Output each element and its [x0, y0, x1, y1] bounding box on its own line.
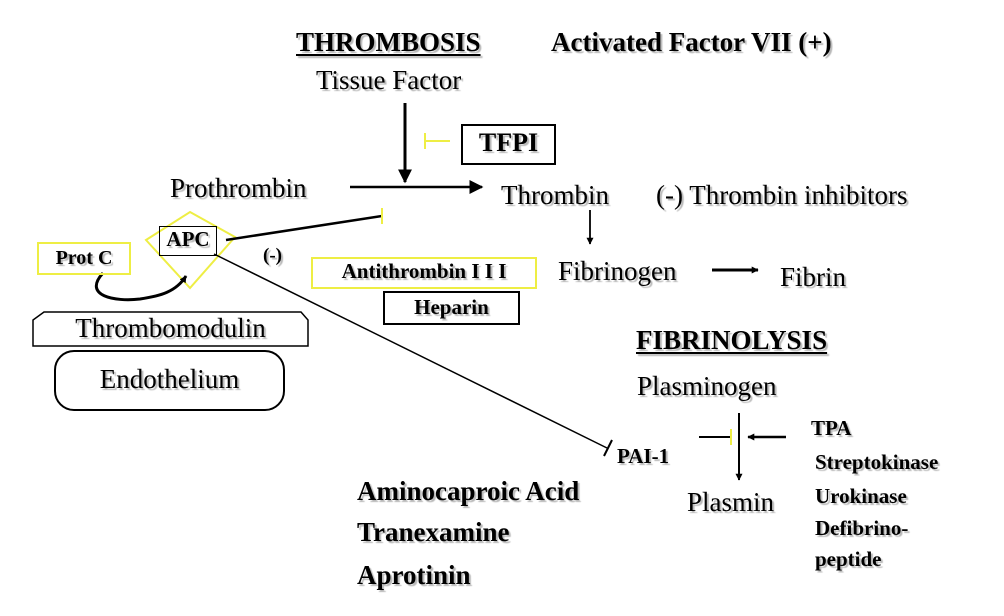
defibrinopeptide-label-line2: peptide [815, 547, 882, 571]
thrombomodulin-box [32, 311, 309, 347]
prothrombin-label: Prothrombin [170, 173, 307, 203]
prot-c-box [37, 242, 131, 275]
pai1-label: PAI-1 [617, 444, 670, 468]
activated-factor-vii-label: Activated Factor VII (+) [551, 27, 832, 57]
urokinase-label: Urokinase [815, 484, 907, 508]
tfpi-inhibition [424, 133, 450, 149]
negative-effect-label: (-) [263, 245, 282, 266]
endothelium-label: Endothelium [99, 364, 240, 394]
endothelium-box [54, 350, 285, 411]
thrombin-inhibitors-label: (-) Thrombin inhibitors [656, 180, 908, 210]
prot-c-label: Prot C [55, 247, 113, 269]
aprotinin-label: Aprotinin [357, 560, 471, 590]
tfpi-label: TFPI [478, 128, 539, 157]
tfpi-box [461, 124, 556, 165]
plasminogen-label: Plasminogen [637, 371, 777, 401]
tpa-label: TPA [811, 416, 852, 440]
defibrinopeptide-label-line1: Defibrino- [815, 516, 909, 540]
thrombosis-title: THROMBOSIS [296, 27, 481, 57]
pai1-to-plasmin-inhibition [699, 429, 732, 445]
fibrinolysis-title: FIBRINOLYSIS [636, 325, 828, 355]
tranexamine-label: Tranexamine [357, 517, 510, 547]
apc-box [159, 226, 217, 256]
tissue-factor-label: Tissue Factor [316, 65, 462, 95]
apc-label: APC [166, 227, 210, 251]
apc-to-pai1-line [213, 253, 608, 449]
streptokinase-label: Streptokinase [815, 450, 939, 474]
plasmin-label: Plasmin [687, 487, 775, 517]
apc-to-prothrombin-inhibition-line [225, 214, 383, 242]
antithrombin-label: Antithrombin I I I [341, 259, 507, 283]
thrombin-label: Thrombin [501, 180, 609, 210]
apc-diamond [144, 210, 237, 290]
fibrinogen-label: Fibrinogen [558, 256, 677, 286]
heparin-box [383, 291, 520, 325]
aminocaproic-acid-label: Aminocaproic Acid [357, 476, 580, 506]
prot-c-to-apc-arrow [94, 271, 188, 302]
pai1-inhibition-bar [603, 439, 613, 457]
fibrin-label: Fibrin [780, 262, 847, 292]
heparin-label: Heparin [414, 295, 489, 319]
thrombomodulin-label: Thrombomodulin [75, 313, 266, 343]
antithrombin-box [311, 257, 537, 289]
